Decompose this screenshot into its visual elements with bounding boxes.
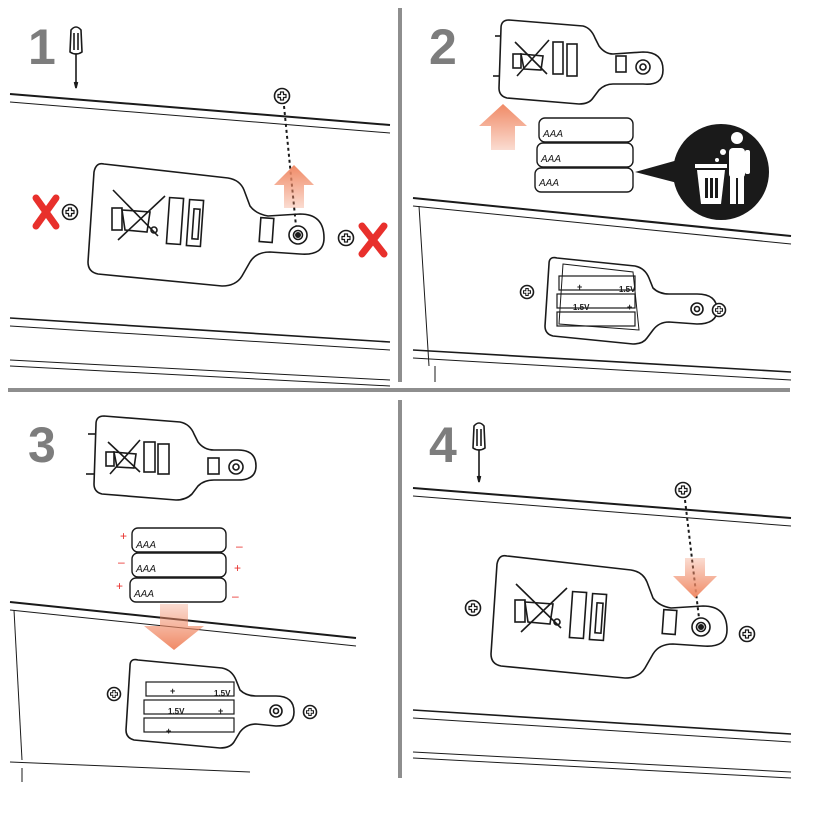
arrow-icon [144,604,204,650]
battery-compartment: + 1.5V 1.5V + [544,256,718,345]
cross-mark-icon [32,194,60,230]
arrow-icon [479,104,527,150]
screw-icon [106,686,122,702]
step-number: 2 [429,19,457,75]
tv-back-edge [9,93,391,387]
svg-text:+: + [120,529,127,543]
svg-text:+: + [577,282,582,292]
battery-cover [490,554,728,679]
svg-text:1.5V: 1.5V [619,285,636,294]
screw-path-line [283,105,297,227]
svg-text:AAA: AAA [538,178,559,189]
step-1-panel: 1 [0,0,407,407]
svg-text:AAA: AAA [133,589,154,600]
svg-text:AAA: AAA [135,564,156,575]
arrow-icon [673,558,717,598]
step-number: 4 [429,417,457,473]
svg-text:+: + [166,726,171,736]
battery-stack: AAA AAA AAA [534,117,634,193]
svg-text:1.5V: 1.5V [168,707,185,716]
screw-path-line [684,499,700,619]
screw-icon [61,203,79,221]
battery-icon: AAA [536,142,634,168]
screwdriver-icon [472,422,486,483]
polarity-marks: + – – + + – [116,529,243,603]
screw-icon [302,704,318,720]
battery-icon: AAA [534,167,634,193]
svg-text:AAA: AAA [540,154,561,165]
svg-text:+: + [116,579,123,593]
step-4-panel: 4 [407,400,814,807]
svg-text:+: + [627,302,632,312]
svg-text:1.5V: 1.5V [214,689,231,698]
step-number: 1 [28,19,56,75]
svg-text:AAA: AAA [542,129,563,140]
svg-text:+: + [234,561,241,575]
screw-icon [519,284,535,300]
screw-icon [698,624,704,630]
screw-icon [711,302,727,318]
screw-icon [738,625,756,643]
weee-symbol-icon [514,583,568,633]
screw-icon [273,87,291,105]
battery-icon: AAA [129,577,227,603]
svg-text:–: – [118,555,125,569]
battery-icon: AAA [131,527,227,553]
vertical-divider-bottom [398,400,402,778]
weee-symbol-icon [111,189,166,241]
battery-cover [493,19,664,105]
svg-text:–: – [232,589,239,603]
screw-icon [674,481,692,499]
horizontal-divider [8,388,790,392]
svg-text:+: + [218,706,223,716]
svg-text:+: + [170,686,175,696]
battery-cover [86,415,257,501]
step-3-panel: 3 AAA AAA AAA + – – [0,400,407,807]
weee-symbol-icon [512,39,550,77]
battery-cover [87,162,325,287]
svg-text:–: – [236,539,243,553]
weee-symbol-icon [105,439,141,475]
battery-stack: AAA AAA AAA [129,527,227,603]
battery-icon: AAA [131,552,227,578]
screw-icon [295,232,301,238]
vertical-divider-top [398,8,402,382]
battery-icon: AAA [538,117,634,143]
battery-compartment: + 1.5V 1.5V + + [125,658,295,749]
step-2-panel: 2 AAA AAA [407,0,814,407]
tv-back-edge [412,197,792,382]
arrow-icon [274,165,314,208]
step-number: 3 [28,417,56,473]
screwdriver-icon [69,26,83,89]
screw-icon [464,599,482,617]
recycle-bin-icon [635,124,769,220]
tv-back-edge [412,487,792,779]
cross-mark-icon [358,222,388,258]
svg-text:AAA: AAA [135,540,156,551]
screw-icon [337,229,355,247]
svg-text:1.5V: 1.5V [573,303,590,312]
